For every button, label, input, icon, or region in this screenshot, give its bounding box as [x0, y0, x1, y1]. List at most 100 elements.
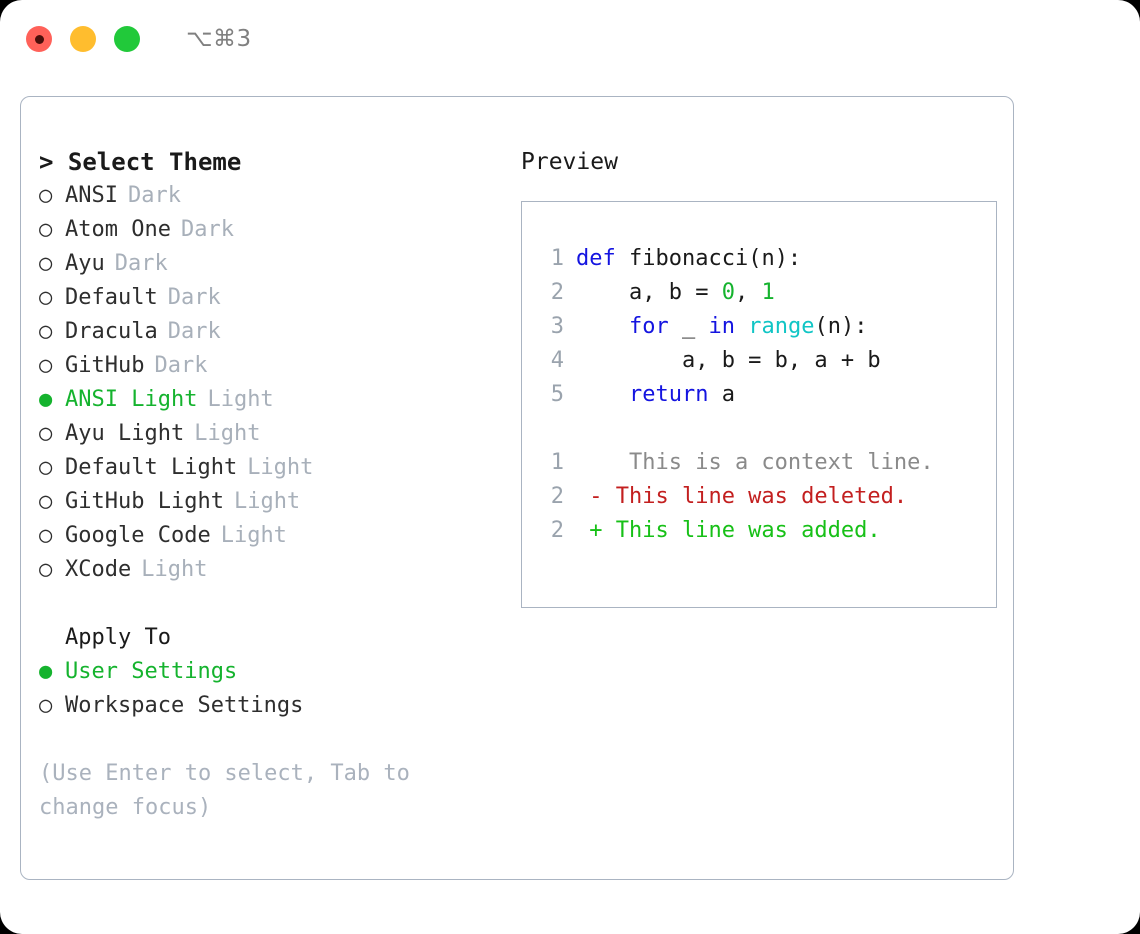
apply-to-option-user-settings[interactable]: ● User Settings: [39, 655, 501, 689]
code-token: [576, 382, 629, 407]
code-token: ,: [734, 280, 762, 305]
code-token: 1: [761, 280, 775, 305]
apply-to-label: Apply To: [65, 625, 171, 650]
theme-item-label: Default Light: [65, 455, 238, 480]
radio-selected-icon: ●: [39, 659, 53, 684]
maximize-button[interactable]: [114, 26, 140, 52]
code-token: range: [748, 314, 815, 339]
window-controls: [26, 26, 140, 52]
minimize-button[interactable]: [70, 26, 96, 52]
theme-item-variant: Light: [207, 387, 274, 412]
radio-unselected-icon: ○: [39, 421, 53, 446]
theme-item-ansi-light[interactable]: ● ANSI Light Light: [39, 383, 501, 417]
code-token: (n):: [814, 314, 868, 339]
theme-item-label: Google Code: [65, 523, 211, 548]
theme-item-variant: Light: [141, 557, 208, 582]
code-token: 0: [721, 280, 735, 305]
apply-to-option-label: User Settings: [65, 659, 238, 684]
line-number: 2: [550, 518, 564, 543]
diff-line: 2 - This line was deleted.: [522, 480, 996, 514]
diff-sample: 1 This is a context line.2 - This line w…: [522, 446, 996, 548]
keyboard-hint: (Use Enter to select, Tab to change focu…: [39, 761, 410, 820]
code-token: [735, 314, 748, 339]
code-line-text: a, b = 0, 1: [576, 276, 775, 310]
radio-unselected-icon: ○: [39, 285, 53, 310]
title-bar: ⌥⌘3: [0, 0, 1140, 78]
theme-item-label: GitHub: [65, 353, 145, 378]
theme-item-variant: Light: [194, 421, 261, 446]
theme-item-variant: Dark: [114, 251, 168, 276]
apply-to-list[interactable]: ● User Settings ○ Workspace Settings: [39, 655, 501, 723]
apply-to-option-label: Workspace Settings: [65, 693, 304, 718]
theme-item-variant: Dark: [154, 353, 208, 378]
line-number: 2: [550, 484, 564, 509]
diff-line: 1 This is a context line.: [522, 446, 996, 480]
line-number: 1: [550, 450, 564, 475]
theme-list-header: > Select Theme: [39, 148, 242, 176]
radio-unselected-icon: ○: [39, 693, 53, 718]
theme-item-label: ANSI: [65, 183, 118, 208]
theme-item-default-light[interactable]: ○ Default Light Light: [39, 451, 501, 485]
code-line-text: a, b = b, a + b: [576, 344, 881, 378]
theme-item-label: ANSI Light: [65, 387, 198, 412]
code-token: return: [628, 382, 709, 407]
theme-item-ayu[interactable]: ○ Ayu Dark: [39, 247, 501, 281]
code-token: in: [708, 314, 735, 339]
code-line: 3 for _ in range(n):: [522, 310, 996, 344]
code-token: [576, 314, 629, 339]
code-line-text: return a: [576, 378, 735, 412]
theme-item-label: Ayu: [65, 251, 105, 276]
theme-item-label: Default: [65, 285, 158, 310]
line-number: 3: [550, 314, 564, 339]
radio-unselected-icon: ○: [39, 251, 53, 276]
diff-line-text: + This line was added.: [576, 518, 881, 543]
code-token: a, b =: [576, 280, 722, 305]
close-button[interactable]: [26, 26, 52, 52]
theme-item-variant: Light: [247, 455, 314, 480]
code-line: 1 def fibonacci(n):: [522, 242, 996, 276]
code-token: a: [708, 382, 735, 407]
apply-to-option-workspace-settings[interactable]: ○ Workspace Settings: [39, 689, 501, 723]
theme-item-label: GitHub Light: [65, 489, 224, 514]
radio-unselected-icon: ○: [39, 183, 53, 208]
code-token: a, b = b, a + b: [576, 348, 881, 373]
diff-line: 2 + This line was added.: [522, 514, 996, 548]
theme-item-variant: Light: [220, 523, 287, 548]
radio-unselected-icon: ○: [39, 557, 53, 582]
radio-selected-icon: ●: [39, 387, 53, 412]
code-token: _: [668, 314, 709, 339]
code-token: def: [576, 246, 616, 271]
radio-unselected-icon: ○: [39, 523, 53, 548]
line-number: 1: [550, 246, 564, 271]
theme-item-variant: Dark: [180, 217, 234, 242]
preview-title: Preview: [521, 149, 618, 175]
keyboard-shortcut-label: ⌥⌘3: [186, 26, 252, 52]
diff-line-text: - This line was deleted.: [576, 484, 908, 509]
code-line-text: for _ in range(n):: [576, 310, 867, 344]
theme-item-variant: Dark: [167, 319, 221, 344]
radio-unselected-icon: ○: [39, 489, 53, 514]
code-line: 4 a, b = b, a + b: [522, 344, 996, 378]
theme-item-label: Atom One: [65, 217, 171, 242]
radio-unselected-icon: ○: [39, 455, 53, 480]
code-token: for: [628, 314, 669, 339]
theme-item-google-code[interactable]: ○ Google Code Light: [39, 519, 501, 553]
line-number: 5: [550, 382, 564, 407]
diff-line-text: This is a context line.: [576, 450, 934, 475]
code-token: fibonacci(n):: [615, 246, 802, 271]
